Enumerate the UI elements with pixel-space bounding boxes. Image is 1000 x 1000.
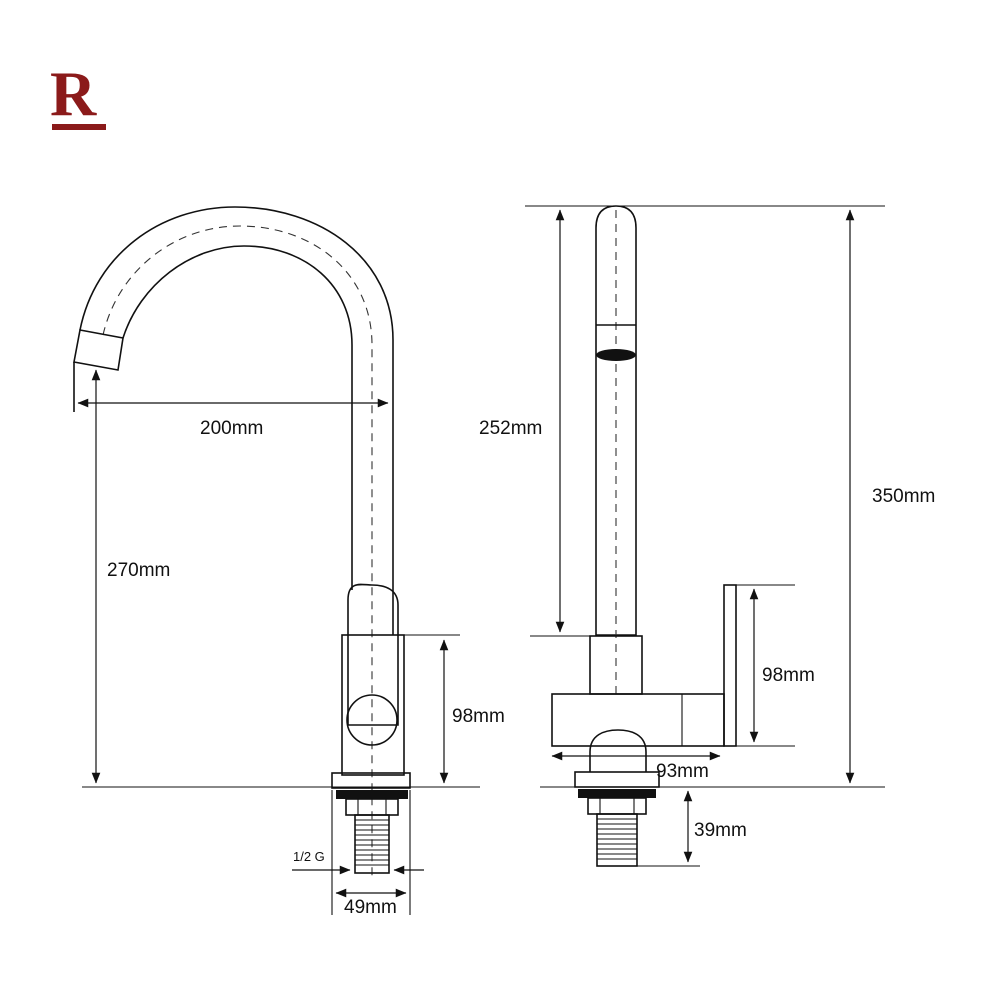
side-view: 252mm 350mm 98mm 93mm 39mm bbox=[479, 205, 935, 867]
aerator-tip bbox=[73, 329, 124, 371]
faucet-body bbox=[341, 634, 405, 776]
side-body-block bbox=[551, 693, 725, 747]
lever-knob bbox=[346, 694, 398, 746]
body-height-label: 98mm bbox=[452, 706, 505, 727]
reach-label: 200mm bbox=[200, 418, 263, 439]
side-dome bbox=[589, 729, 647, 772]
width-label: 49mm bbox=[344, 897, 397, 918]
lever-handle bbox=[347, 583, 399, 726]
height-label: 270mm bbox=[107, 560, 170, 581]
base-plate bbox=[331, 772, 411, 789]
spout-inner-outline bbox=[122, 245, 353, 590]
side-spout-pipe bbox=[595, 205, 637, 636]
side-lever bbox=[723, 584, 737, 747]
side-nut bbox=[587, 797, 647, 815]
spout-outer-outline bbox=[79, 206, 394, 635]
side-threaded-shank bbox=[596, 813, 638, 867]
side-gasket bbox=[578, 789, 656, 798]
side-body-height-label: 98mm bbox=[762, 665, 815, 686]
side-base-plate bbox=[574, 771, 660, 788]
thread-length-label: 39mm bbox=[694, 820, 747, 841]
base-gasket bbox=[336, 790, 408, 799]
total-height-label: 350mm bbox=[872, 486, 935, 507]
front-view: 200mm 270mm 98mm 1/2 G 49mm bbox=[73, 206, 505, 918]
spout-rise-label: 252mm bbox=[479, 418, 542, 439]
logo-letter: R bbox=[50, 58, 97, 129]
threaded-shank bbox=[354, 814, 390, 874]
depth-label: 93mm bbox=[656, 761, 709, 782]
spout-centerline bbox=[102, 225, 373, 880]
thread-label: 1/2 G bbox=[293, 849, 325, 864]
brand-logo: R bbox=[50, 58, 106, 130]
logo-underline bbox=[52, 124, 106, 130]
aerator-ring bbox=[596, 349, 636, 361]
